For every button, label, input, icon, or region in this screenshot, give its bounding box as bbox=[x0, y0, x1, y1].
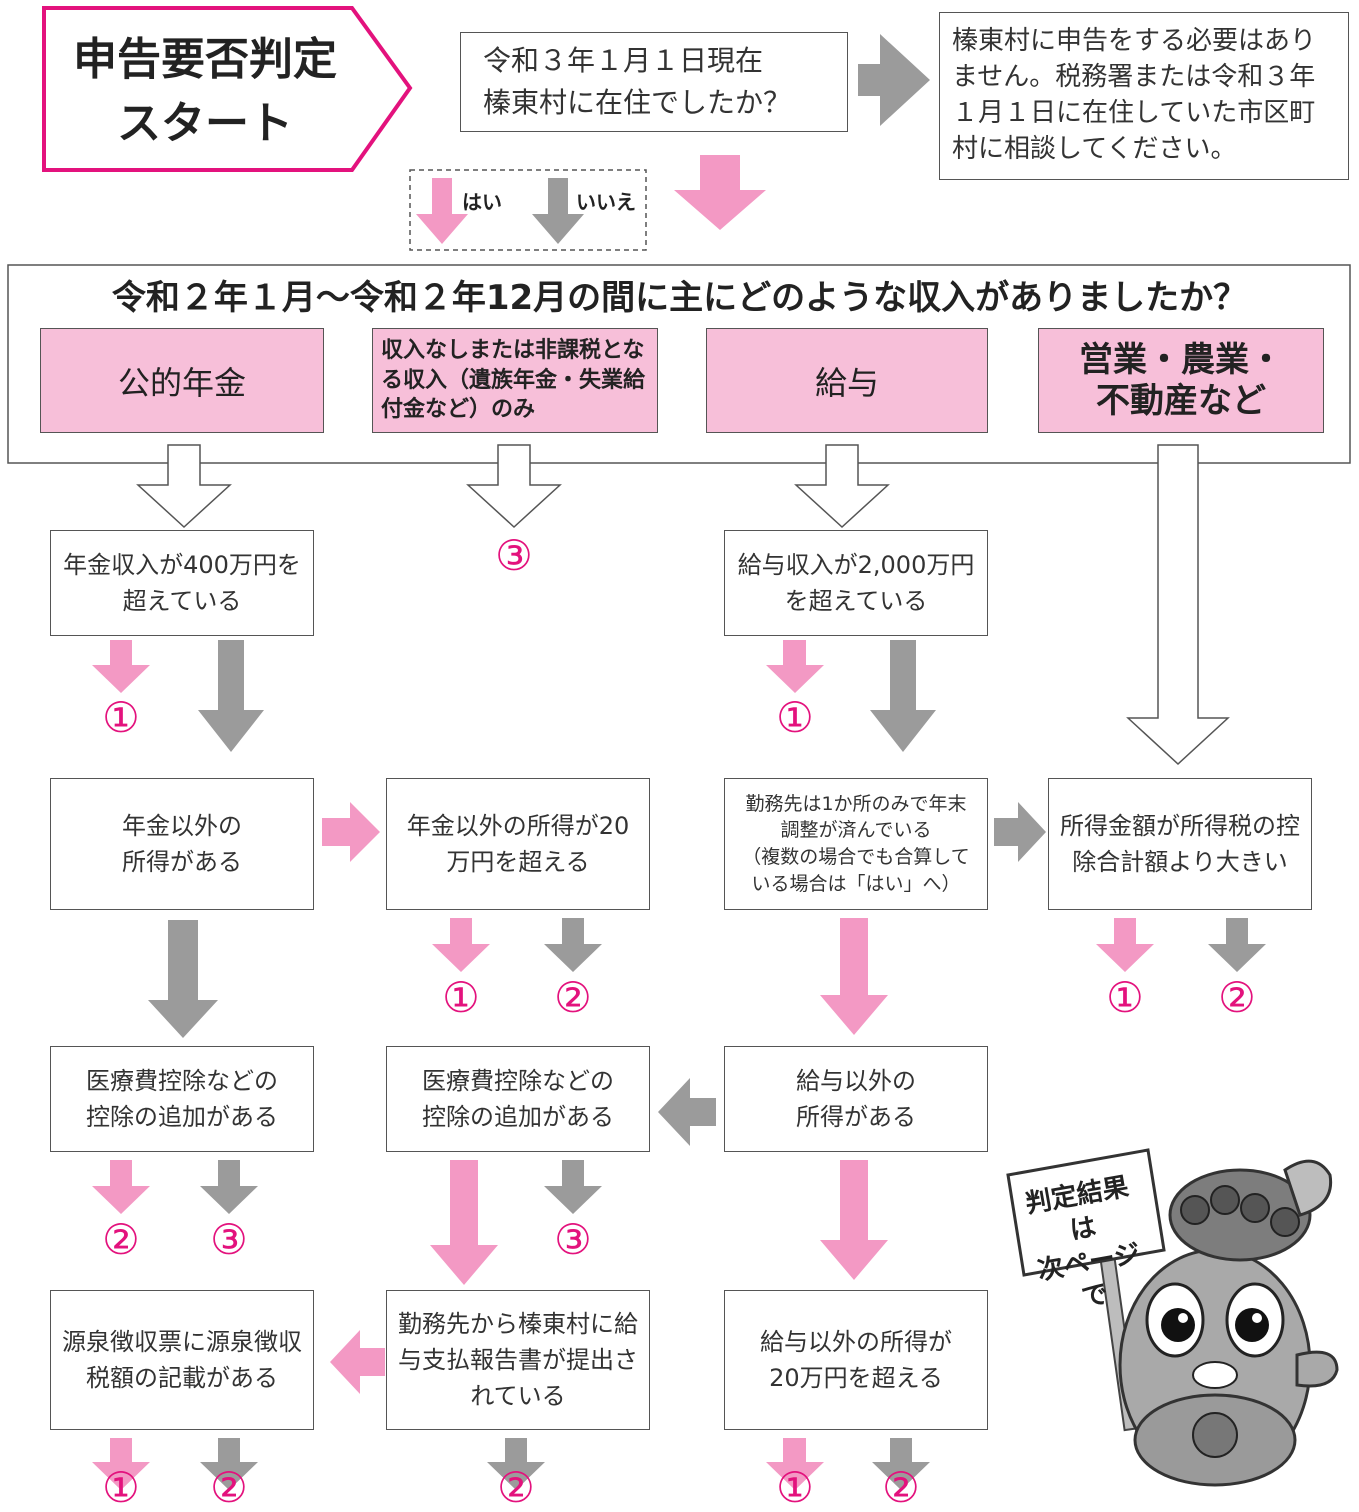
arrow-medical-b-no bbox=[544, 1160, 602, 1214]
arrow-salary-over20-yes bbox=[766, 1438, 824, 1490]
no-residence-message: 榛東村に申告をする必要はありません。税務署または令和３年１月１日に在住していた市… bbox=[939, 12, 1349, 180]
category-business: 営業・農業・ 不動産など bbox=[1038, 328, 1324, 433]
arrow-residence-no bbox=[858, 34, 930, 126]
arrow-employer-report-no bbox=[487, 1438, 545, 1490]
arrow-salary-down bbox=[794, 444, 890, 529]
arrow-medical-a-no bbox=[200, 1160, 258, 1214]
result-income-deduction-yes: ① bbox=[1106, 973, 1144, 1022]
arrow-salary-other-no bbox=[658, 1078, 716, 1146]
arrow-pension-down bbox=[136, 444, 232, 529]
medical-deduction-a-box: 医療費控除などの 控除の追加がある bbox=[50, 1046, 314, 1152]
arrow-noincome-down bbox=[466, 444, 562, 529]
medical-deduction-b-box: 医療費控除などの 控除の追加がある bbox=[386, 1046, 650, 1152]
arrow-business-down bbox=[1126, 444, 1230, 766]
salary-other-over20-box: 給与以外の所得が 20万円を超える bbox=[724, 1290, 988, 1430]
arrow-pension-over-no bbox=[198, 640, 264, 752]
salary-other-income-box: 給与以外の 所得がある bbox=[724, 1046, 988, 1152]
arrow-pension-other-no bbox=[148, 920, 218, 1038]
result-medical-a-no: ③ bbox=[210, 1215, 248, 1264]
arrow-salary-over-no bbox=[870, 640, 936, 752]
arrow-medical-b-yes bbox=[430, 1160, 498, 1285]
legend-no-arrow bbox=[532, 178, 584, 244]
arrow-withholding-no bbox=[200, 1438, 258, 1490]
start-label: 申告要否判定 スタート bbox=[73, 34, 337, 149]
mascot-sign-text: 判定結果は 次ページで bbox=[1023, 1171, 1143, 1314]
legend-box bbox=[409, 169, 647, 251]
result-withholding-no: ② bbox=[210, 1463, 248, 1512]
legend-yes-arrow bbox=[416, 178, 468, 244]
arrow-income-deduction-no bbox=[1208, 918, 1266, 972]
arrow-salary-over20-no bbox=[872, 1438, 930, 1490]
result-pension-over20-yes: ① bbox=[442, 973, 480, 1022]
arrow-employer-report-yes bbox=[330, 1330, 385, 1394]
category-salary: 給与 bbox=[706, 328, 988, 433]
start-badge bbox=[42, 6, 413, 172]
result-salary-over20-no: ② bbox=[882, 1463, 920, 1512]
result-pension-over20-no: ② bbox=[554, 973, 592, 1022]
arrow-pension-over20-no bbox=[544, 918, 602, 972]
arrow-medical-a-yes bbox=[92, 1160, 150, 1214]
residence-question: 令和３年１月１日現在 榛東村に在住でしたか？ bbox=[460, 32, 848, 132]
salary-over-box: 給与収入が2,000万円 を超えている bbox=[724, 530, 988, 636]
result-salary-over20-yes: ① bbox=[776, 1463, 814, 1512]
result-employer-report-no: ② bbox=[497, 1463, 535, 1512]
arrow-pension-over-yes bbox=[92, 640, 150, 693]
result-medical-b-no: ③ bbox=[554, 1215, 592, 1264]
pension-over-box: 年金収入が400万円を 超えている bbox=[50, 530, 314, 636]
income-question: 令和２年１月～令和２年12月の間に主にどのような収入がありましたか？ bbox=[111, 278, 1248, 318]
arrow-salary-other-yes bbox=[820, 1160, 888, 1280]
arrow-pension-other-yes bbox=[322, 802, 380, 862]
pension-other-over20-box: 年金以外の所得が20 万円を超える bbox=[386, 778, 650, 910]
arrow-residence-yes bbox=[674, 155, 766, 230]
arrow-employer-no bbox=[994, 802, 1046, 862]
mascot-illustration bbox=[1006, 1148, 1339, 1487]
result-medical-a-yes: ② bbox=[102, 1215, 140, 1264]
category-no-income: 収入なしまたは非課税となる収入（遺族年金・失業給付金など）のみ bbox=[372, 328, 658, 433]
category-pension: 公的年金 bbox=[40, 328, 324, 433]
result-income-deduction-no: ② bbox=[1218, 973, 1256, 1022]
result-noincome: ③ bbox=[495, 531, 533, 580]
employer-report-box: 勤務先から榛東村に給 与支払報告書が提出さ れている bbox=[386, 1290, 650, 1430]
result-salary-over-yes: ① bbox=[776, 693, 814, 742]
arrow-salary-over-yes bbox=[766, 640, 824, 693]
result-withholding-yes: ① bbox=[102, 1463, 140, 1512]
withholding-slip-box: 源泉徴収票に源泉徴収 税額の記載がある bbox=[50, 1290, 314, 1430]
arrow-income-deduction-yes bbox=[1096, 918, 1154, 972]
arrow-employer-yes bbox=[820, 918, 888, 1035]
income-vs-deduction-box: 所得金額が所得税の控 除合計額より大きい bbox=[1048, 778, 1312, 910]
employer-adjusted-box: 勤務先は1か所のみで年末 調整が済んでいる （複数の場合でも合算して いる場合は… bbox=[724, 778, 988, 910]
legend-no-label: いいえ bbox=[576, 190, 636, 214]
pension-other-income-box: 年金以外の 所得がある bbox=[50, 778, 314, 910]
legend-yes-label: はい bbox=[462, 190, 502, 214]
arrow-withholding-yes bbox=[92, 1438, 150, 1490]
arrow-pension-over20-yes bbox=[432, 918, 490, 972]
result-pension-over-yes: ① bbox=[102, 693, 140, 742]
